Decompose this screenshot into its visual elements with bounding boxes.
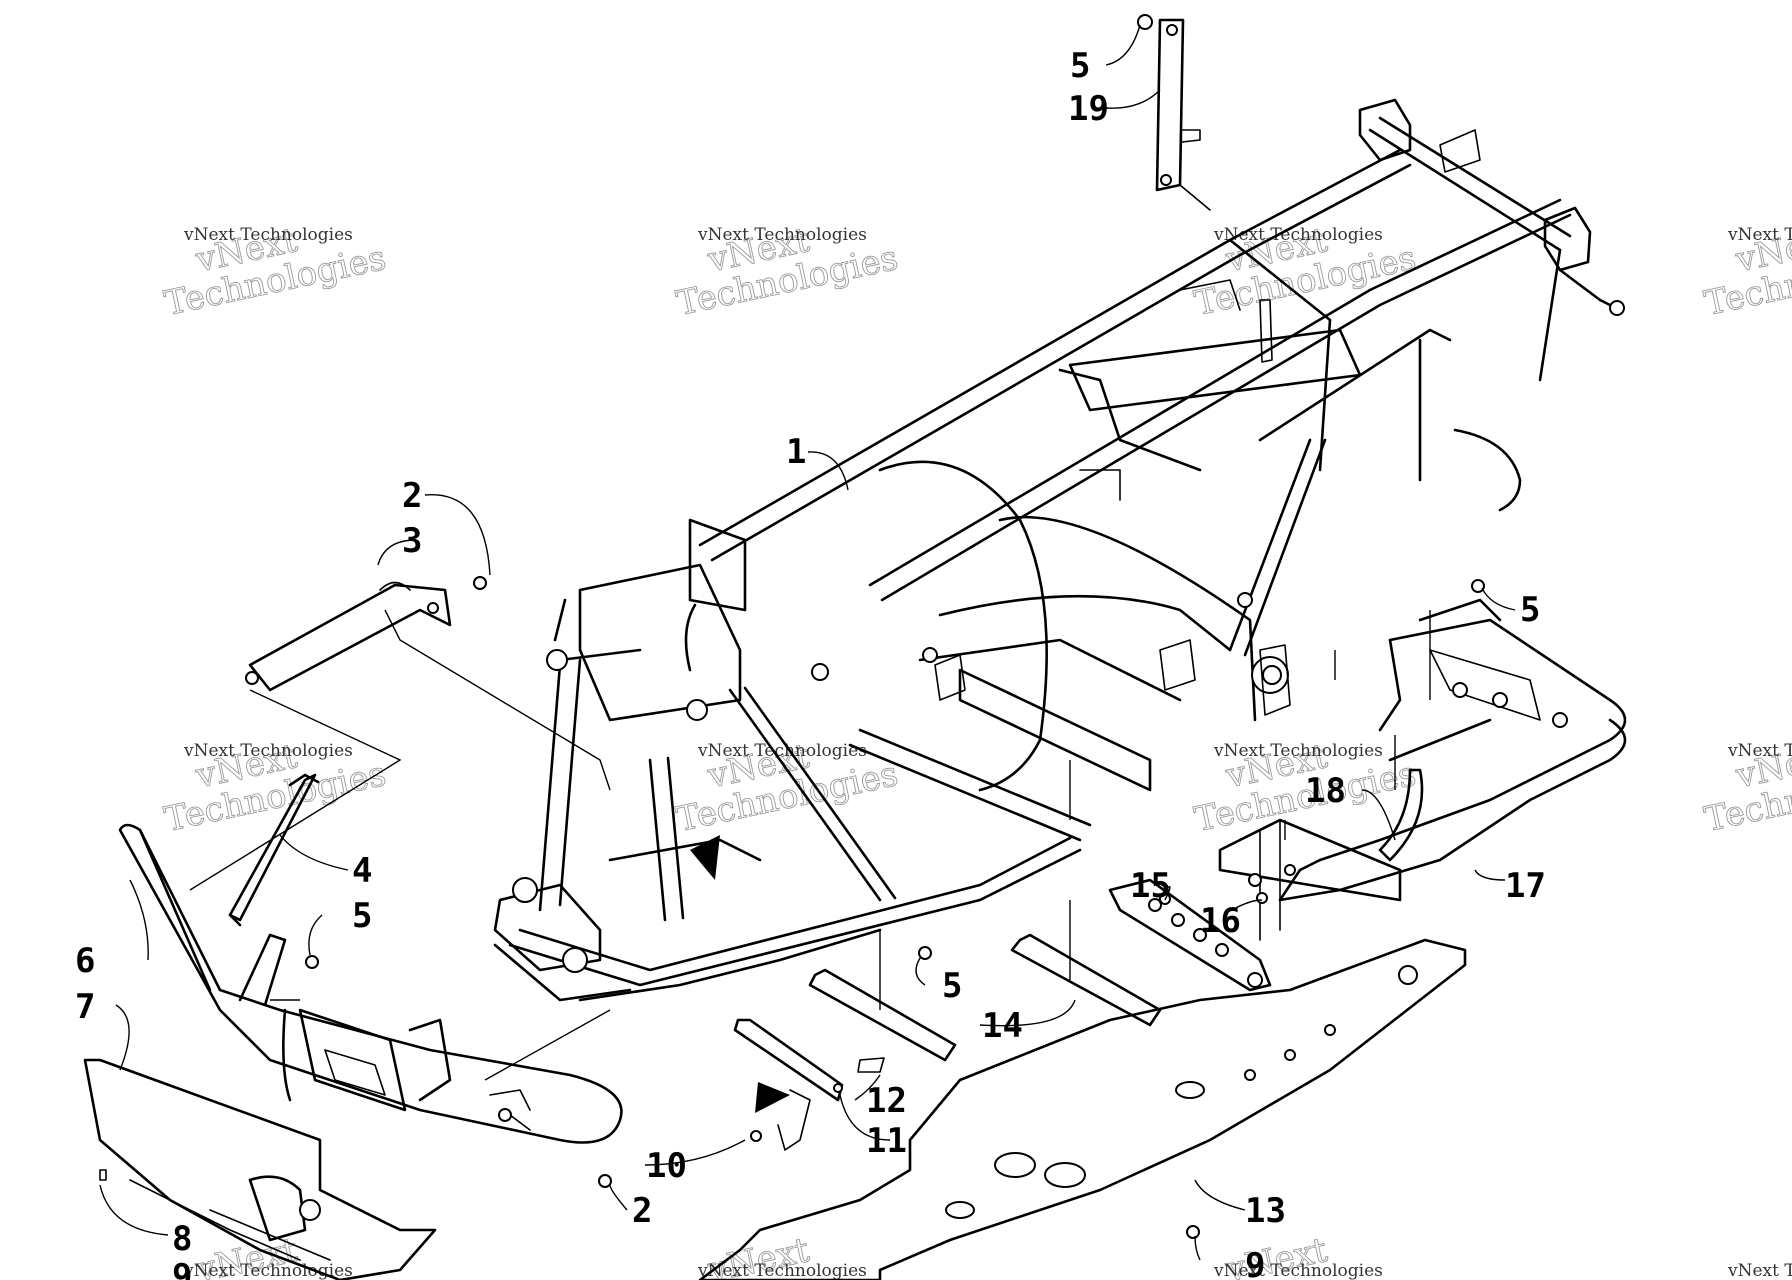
front-bracket [245,581,452,692]
strap [733,1018,844,1151]
mount-bar [1137,14,1211,211]
callout-6: 6 [75,941,95,981]
watermark: vNext Technologies [161,736,390,841]
callouts: 1 2 2 3 4 5 5 5 5 6 7 8 9 9 10 11 12 13 … [75,46,1546,1280]
callout-5: 5 [1070,46,1090,86]
watermarks: vNext Technologies vNext Technologies vN… [161,220,1792,1280]
watermark-small: vNext Technologies [1727,1261,1792,1280]
bolt-icon [305,955,319,969]
bolt-icon [1186,1225,1200,1239]
bolt-icon [857,1057,885,1073]
watermark-small: vNext Technologies [183,1261,353,1280]
footrest-rail [1278,598,1627,902]
watermark-small: vNext Technologies [697,1261,867,1280]
callout-5: 5 [942,966,962,1006]
nut-icon [750,1130,762,1142]
watermark-small: vNext Technologies [183,741,353,761]
callout-5: 5 [352,896,372,936]
screw-icon [99,1169,107,1181]
bolt-icon [918,946,932,960]
watermark-small: vNext Technologies [1727,741,1792,761]
watermark-small: vNext Technologies [1213,741,1383,761]
watermark-small: vNext Technologies [1213,225,1383,245]
callout-3: 3 [402,521,422,561]
front-bumper [118,823,623,1144]
front-strut [228,773,320,927]
callout-9: 9 [172,1257,192,1280]
watermark: vNext Technologies [673,736,902,841]
callout-9: 9 [1245,1246,1265,1280]
bolt-icon [1256,892,1268,904]
direction-arrow-icon [690,835,720,880]
callout-18: 18 [1305,771,1346,811]
callout-5: 5 [1520,590,1540,630]
callout-8: 8 [172,1219,192,1259]
callout-14: 14 [982,1006,1023,1046]
front-skid-plate [83,1058,437,1280]
bolt-icon [473,576,487,590]
skid-strips [808,933,1162,1062]
rear-brace [1218,768,1424,941]
bolt-icon [1471,579,1485,593]
watermark: vNext Technologies [1191,736,1420,841]
callout-12: 12 [866,1081,907,1121]
leader-lines [99,24,1516,1261]
callout-15: 15 [1130,866,1171,906]
watermark: vNext Technologies [1701,220,1792,325]
callout-11: 11 [866,1121,907,1161]
callout-2: 2 [632,1191,652,1231]
watermark: vNext Technologies [1701,736,1792,841]
main-frame [493,98,1625,1002]
watermark-small: vNext Technologies [697,225,867,245]
fasteners [99,576,1485,1239]
side-bracket [1108,878,1272,992]
callout-17: 17 [1505,866,1546,906]
callout-2: 2 [402,476,422,516]
watermark: vNext Technologies [673,220,902,325]
direction-arrows [690,835,790,1113]
bottom-skid-plate [698,938,1467,1280]
watermark-small: vNext Technologies [183,225,353,245]
watermark-small: vNext Technologies [1213,1261,1383,1280]
direction-arrow-icon [755,1082,790,1113]
bolt-icon [598,1174,612,1188]
callout-19: 19 [1068,89,1109,129]
watermark-small: vNext Technologies [697,741,867,761]
watermark: vNext Technologies [161,220,390,325]
callout-10: 10 [646,1146,687,1186]
callout-4: 4 [352,851,372,891]
callout-16: 16 [1200,901,1241,941]
watermark: vNext Technologies [1191,220,1420,325]
watermark-small: vNext Technologies [1727,225,1792,245]
callout-7: 7 [75,987,95,1027]
callout-13: 13 [1245,1191,1286,1231]
callout-1: 1 [786,432,806,472]
